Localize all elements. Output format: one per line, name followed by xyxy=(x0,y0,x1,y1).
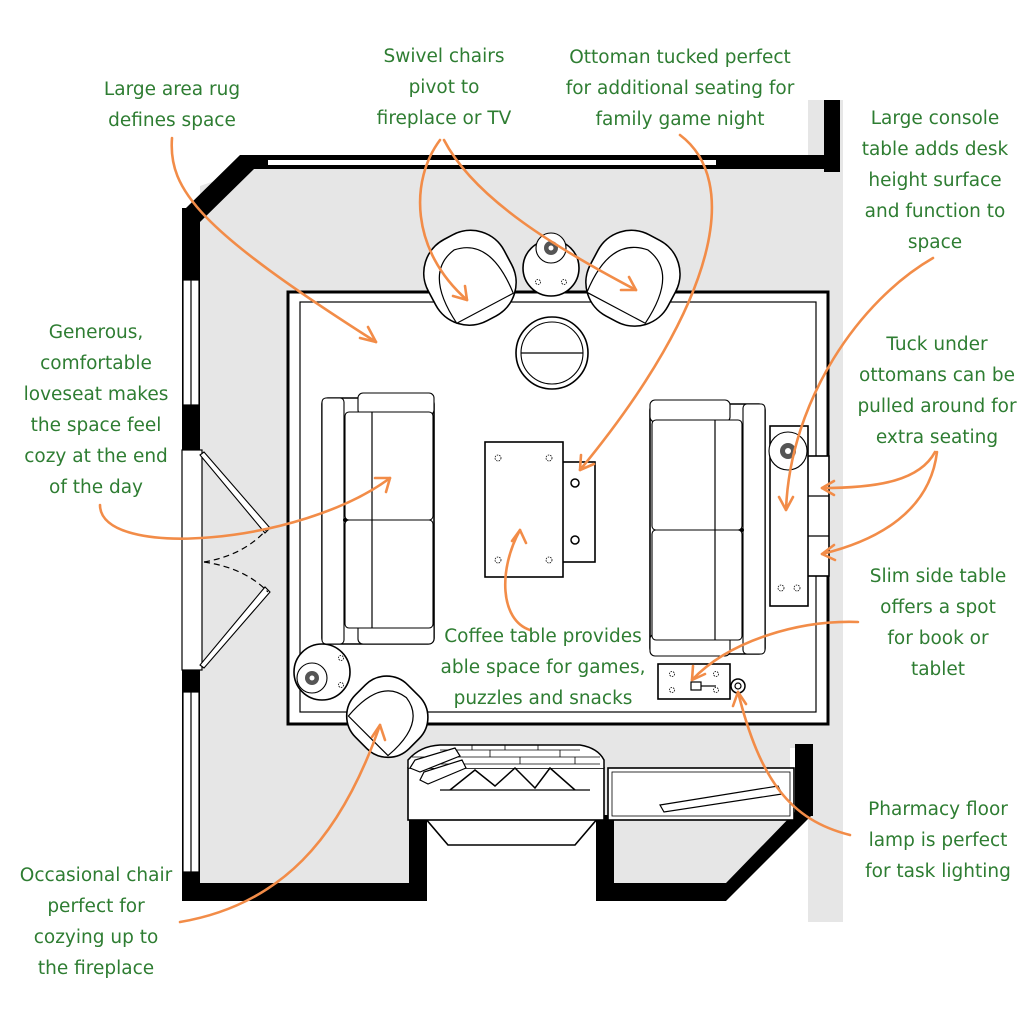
annotation-tuck-ottomans: Tuck under ottomans can be pulled around… xyxy=(857,334,1017,448)
windows xyxy=(182,279,200,873)
annotation-console-table: Large console table adds desk height sur… xyxy=(861,108,1009,253)
arrow-swivel-left xyxy=(418,138,469,302)
arrow-tuck-ottoman-top xyxy=(820,450,937,497)
fireplace xyxy=(407,744,605,846)
occasional-chair xyxy=(345,675,429,759)
arrow-loveseat xyxy=(98,476,392,540)
french-doors xyxy=(181,449,271,671)
annotation-occasional-chair: Occasional chair perfect for cozying up … xyxy=(19,865,173,979)
floor-lamp xyxy=(730,678,746,694)
annotation-floor-lamp: Pharmacy floor lamp is perfect for task … xyxy=(865,799,1011,882)
arrow-ottoman xyxy=(578,133,714,472)
swivel-chair-left xyxy=(422,229,517,326)
arrow-lamp xyxy=(731,690,852,837)
arrow-tuck-ottoman-bottom xyxy=(820,450,939,562)
arrow-console xyxy=(777,256,935,512)
arrow-side-table xyxy=(690,620,860,682)
annotation-ottoman: Ottoman tucked perfect for additional se… xyxy=(565,47,795,130)
arrow-swivel-right xyxy=(442,138,638,292)
annotation-side-table: Slim side table offers a spot for book o… xyxy=(869,566,1007,680)
annotation-loveseat: Generous, comfortable loveseat makes the… xyxy=(23,322,169,498)
arrow-coffee-table xyxy=(503,528,532,632)
loveseat-right xyxy=(649,399,766,657)
coffee-table xyxy=(484,441,596,578)
arrow-occasional-chair xyxy=(178,723,387,924)
loveseat-left xyxy=(321,392,435,645)
annotation-coffee-table: Coffee table provides able space for gam… xyxy=(440,626,646,709)
round-ottoman xyxy=(515,316,589,390)
bench xyxy=(607,767,795,821)
annotation-swivel-chairs: Swivel chairs pivot to fireplace or TV xyxy=(376,46,512,129)
annotation-rug: Large area rug defines space xyxy=(103,79,241,131)
corner-side-table xyxy=(293,643,351,701)
arrow-rug xyxy=(170,136,378,344)
